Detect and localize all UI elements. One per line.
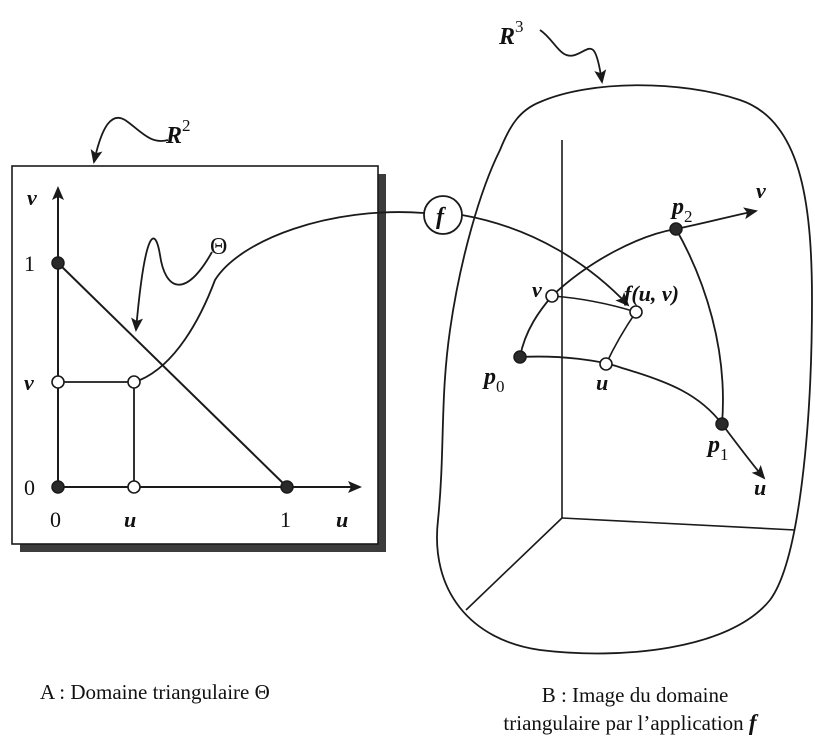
r3-region-outline <box>436 84 813 655</box>
mapping-label: f <box>436 204 446 230</box>
caption-right-line2: triangulaire par l’application f <box>450 710 810 736</box>
u-point <box>127 480 141 494</box>
x-axis <box>561 517 796 531</box>
tick-one-u: 1 <box>280 507 291 532</box>
p0-label: p0 <box>482 364 505 396</box>
u-image-label: u <box>596 370 608 395</box>
u-axis-label: u <box>336 507 348 532</box>
r2-label: R2 <box>165 116 191 149</box>
r3-label: R3 <box>498 17 524 50</box>
mapping-curve-left <box>139 211 425 381</box>
v-direction-label: v <box>756 178 766 203</box>
u-image-point <box>599 357 613 371</box>
p1-point <box>715 417 729 431</box>
caption-right-line2-text: triangulaire par l’application <box>503 711 749 735</box>
u-point-label: u <box>124 507 136 532</box>
v-one-point <box>51 256 65 270</box>
edge-p0-p2 <box>519 228 677 358</box>
fuv-point <box>629 305 643 319</box>
right-panel: R3 p0 p1 p2 v u v u f(u, v) <box>436 17 813 655</box>
tick-zero-u: 0 <box>50 507 61 532</box>
r2-pointer-arrow <box>90 116 169 164</box>
v-axis-label: v <box>27 185 37 210</box>
v-direction-arrow <box>675 207 758 230</box>
left-panel: R2 v u 1 0 0 1 u v Θ <box>11 116 386 552</box>
p2-label: p2 <box>670 194 693 226</box>
u-direction-arrow <box>721 423 766 480</box>
iso-v-curve <box>551 295 637 313</box>
caption-left: A : Domaine triangulaire Θ <box>40 680 270 704</box>
p2-point <box>669 222 683 236</box>
v-image-label: v <box>532 277 542 302</box>
caption-right-line2-symbol: f <box>748 710 757 735</box>
p0-point <box>513 350 527 364</box>
r3-pointer-arrow <box>539 29 607 84</box>
theta-pointer-arrow <box>131 237 213 332</box>
mapping-curve-right <box>461 214 630 307</box>
panel-frame <box>11 165 379 545</box>
p1-label: p1 <box>706 432 729 464</box>
u-direction-label: u <box>754 475 766 500</box>
v-point-label: v <box>24 370 34 395</box>
theta-label: Θ <box>210 234 227 260</box>
tick-zero-v: 0 <box>24 475 35 500</box>
edge-p2-p1 <box>675 228 724 425</box>
y-axis <box>465 517 563 611</box>
v-point <box>51 375 65 389</box>
triangle-hypotenuse <box>57 262 288 488</box>
caption-right-line1: B : Image du domaine <box>541 683 729 707</box>
origin-point <box>51 480 65 494</box>
fuv-label: f(u, v) <box>624 281 679 306</box>
u-one-point <box>280 480 294 494</box>
tick-one-v: 1 <box>24 251 35 276</box>
iso-u-curve <box>605 311 637 365</box>
edge-p0-p1 <box>519 355 723 425</box>
mapping-f: f <box>139 195 630 381</box>
v-image-point <box>545 289 559 303</box>
uv-point <box>127 375 141 389</box>
